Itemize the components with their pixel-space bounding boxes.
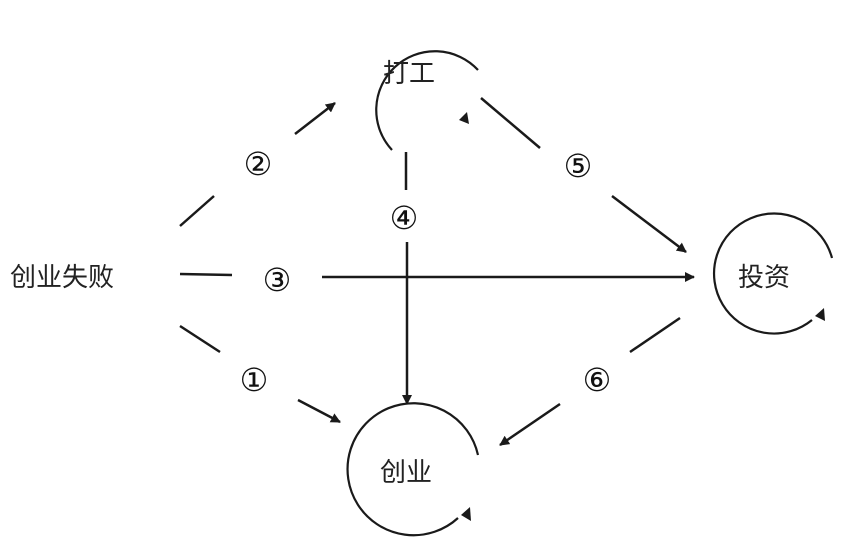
loop-work-arrowhead [459,112,469,124]
loop-work [375,50,479,151]
edge-3 [179,272,695,282]
node-start-label: 创业失败 [10,263,114,293]
edge-2-arrow [294,102,336,135]
loop-startup-arc [346,402,480,537]
loop-invest-arrowhead [815,308,825,321]
edge-6-segment-a [629,316,681,354]
edge-4-label: ④ [390,199,419,237]
edge-2-label: ② [244,145,273,183]
edge-2 [179,102,336,227]
loop-startup [346,402,480,537]
edge-6-arrow [499,402,561,447]
edge-5 [480,97,687,253]
loop-startup-arrowhead [461,507,471,521]
edge-1-arrow [297,398,341,424]
loop-invest-arc [712,212,834,335]
edge-2-segment-a [179,195,215,227]
loop-work-arc [375,50,479,151]
node-invest-label: 投资 [738,263,790,293]
edge-4 [402,152,412,405]
edge-6 [499,316,681,447]
edge-5-arrow [611,195,687,253]
edge-5-label: ⑤ [564,147,593,185]
edge-1 [179,324,341,424]
edge-1-label: ① [240,361,269,399]
edge-6-label: ⑥ [583,361,612,399]
node-work-label: 打工 [383,59,435,89]
edge-5-segment-a [480,97,541,149]
edge-3-segment-a [179,272,233,277]
edge-3-label: ③ [263,261,292,299]
edge-1-segment-a [179,324,221,354]
loop-invest [712,212,834,335]
node-startup-label: 创业 [380,458,432,488]
